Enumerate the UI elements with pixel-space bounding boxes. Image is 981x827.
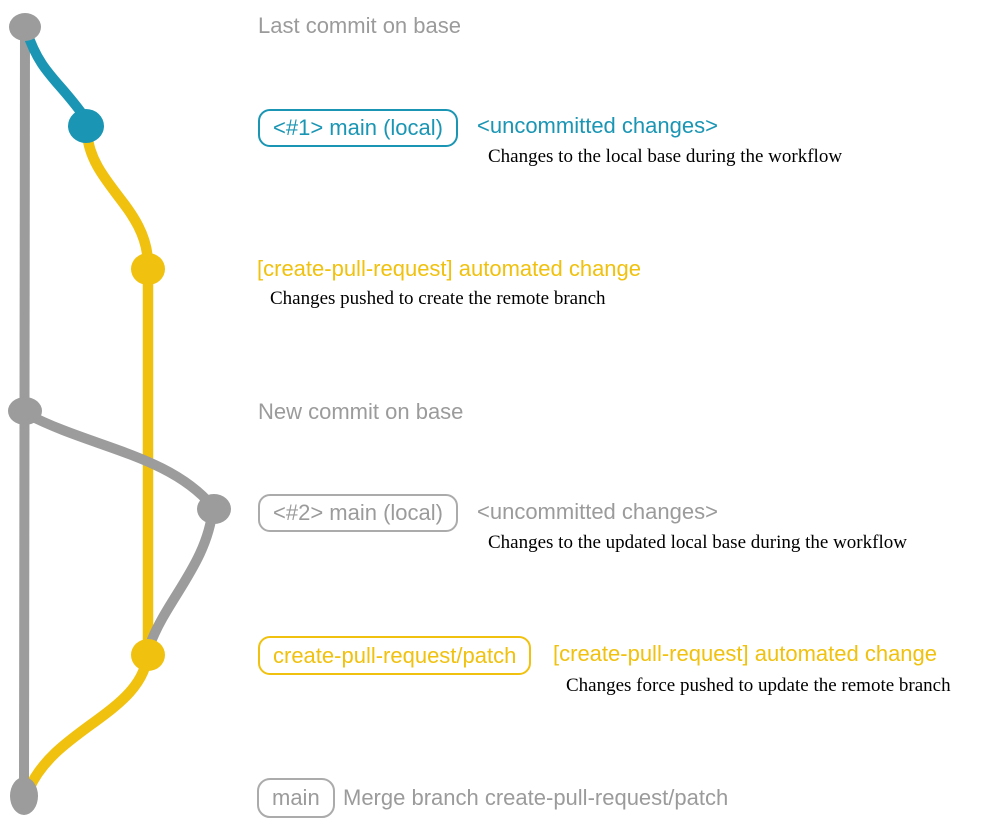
last-commit-label: Last commit on base bbox=[258, 13, 461, 38]
push1-description: Changes pushed to create the remote bran… bbox=[270, 288, 606, 309]
merge-commit-label: Merge branch create-pull-request/patch bbox=[343, 785, 729, 810]
local-main-branch-curve bbox=[22, 27, 88, 120]
merge-main-tag-label: main bbox=[272, 785, 320, 810]
commit-node-local-main-1 bbox=[68, 109, 104, 143]
branch2-main-local-tag: <#2> main (local) bbox=[258, 494, 458, 532]
merge-main-tag: main bbox=[257, 778, 335, 818]
commit-node-automated-change-1 bbox=[131, 253, 165, 285]
patch-branch-tag-label: create-pull-request/patch bbox=[273, 642, 517, 668]
commit-node-last-base bbox=[9, 13, 41, 41]
branch1-main-local-tag-label: <#1> main (local) bbox=[273, 115, 443, 140]
branch2-main-local-tag-label: <#2> main (local) bbox=[273, 500, 443, 525]
commit-node-new-base bbox=[8, 397, 42, 425]
push2-description: Changes force pushed to update the remot… bbox=[566, 675, 951, 696]
branch2-description: Changes to the updated local base during… bbox=[488, 532, 907, 553]
push1-automated-change-label: [create-pull-request] automated change bbox=[257, 256, 642, 281]
new-commit-label: New commit on base bbox=[258, 399, 464, 424]
branch2-uncommitted-changes-label: <uncommitted changes> bbox=[477, 499, 718, 524]
commit-node-merge bbox=[10, 777, 38, 815]
patch-branch-tag: create-pull-request/patch bbox=[258, 636, 532, 675]
updated-local-main-curve bbox=[22, 409, 219, 647]
commit-node-local-main-2 bbox=[197, 494, 231, 524]
branch1-description: Changes to the local base during the wor… bbox=[488, 146, 843, 167]
branch1-main-local-tag: <#1> main (local) bbox=[258, 109, 458, 147]
push2-automated-change-label: [create-pull-request] automated change bbox=[553, 641, 938, 666]
commit-node-automated-change-2 bbox=[131, 639, 165, 671]
branch1-uncommitted-changes-label: <uncommitted changes> bbox=[477, 113, 718, 138]
patch-branch-line bbox=[23, 127, 154, 795]
